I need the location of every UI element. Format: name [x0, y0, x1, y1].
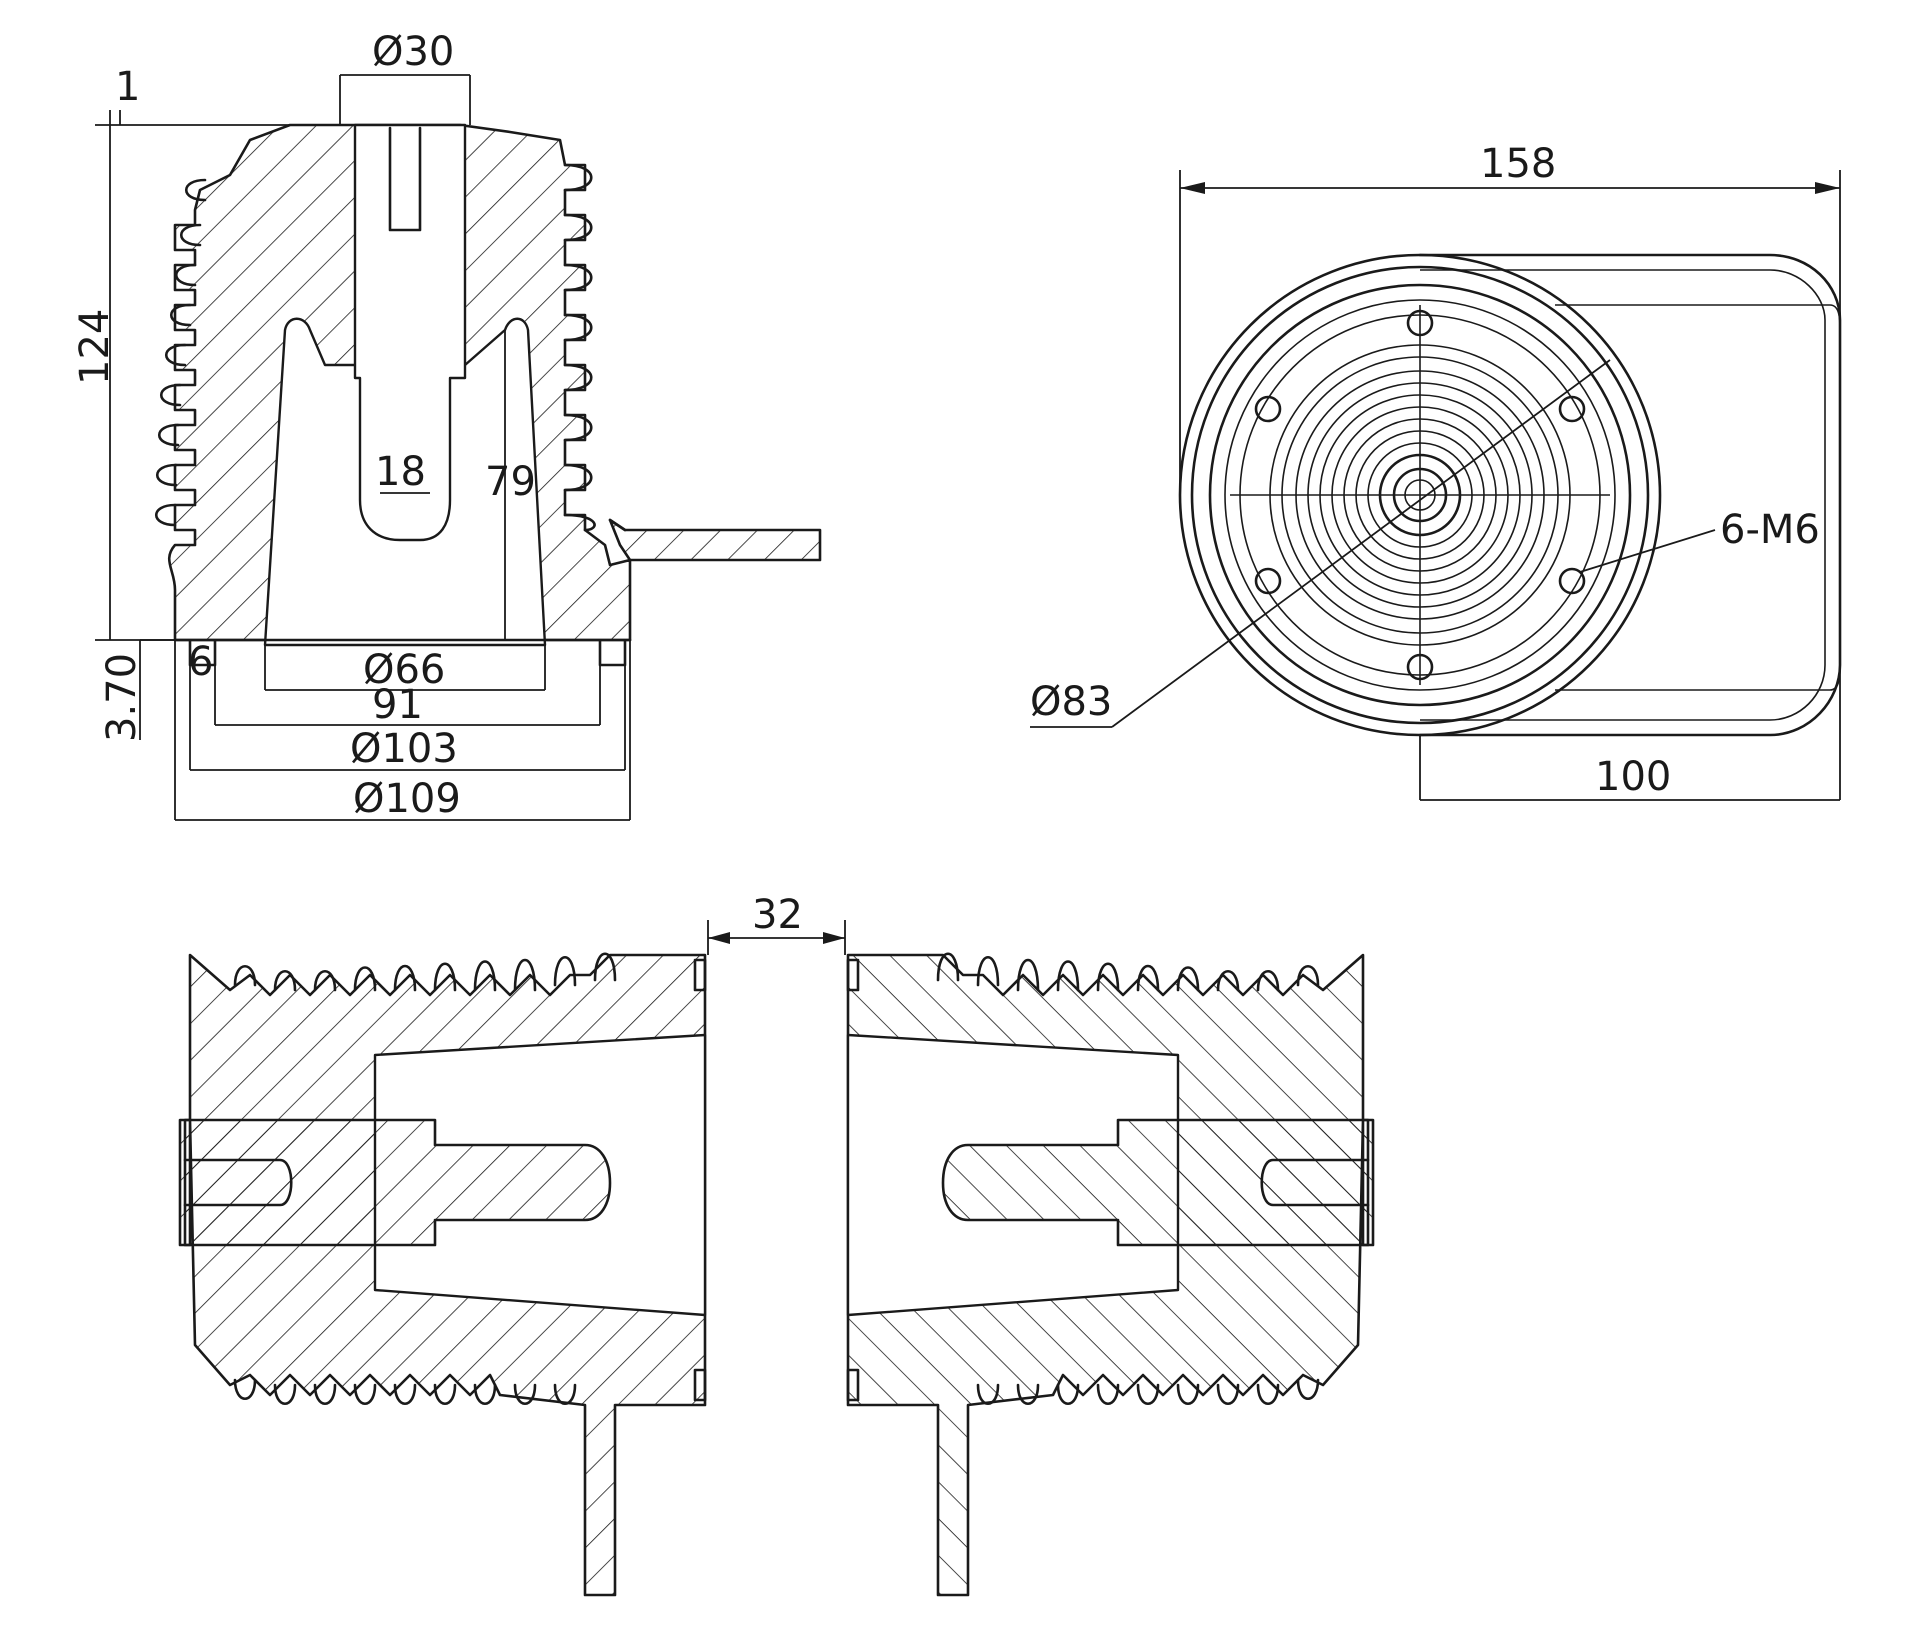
- bolt-hole: [1254, 395, 1282, 423]
- left-insulator-fin-tips: [233, 952, 617, 1405]
- dim-base-step: 3.70: [99, 653, 145, 742]
- assembly-view: 32: [178, 892, 1375, 1597]
- dim-gap: 32: [752, 892, 803, 938]
- right-insulator-stud: [941, 1118, 1370, 1247]
- right-insulator-flange-seal: [846, 1368, 860, 1402]
- left-insulator: [178, 952, 707, 1597]
- dim-cavity-diameter: Ø66: [363, 647, 445, 693]
- dim-rim: 6: [188, 639, 213, 685]
- left-insulator-flange-seal: [693, 958, 707, 992]
- dim-bolt-spacing: 91: [372, 682, 423, 728]
- left-shed-fins: [155, 178, 207, 527]
- flange-ring-4: [1224, 299, 1616, 691]
- left-insulator-stud: [183, 1118, 612, 1247]
- dim-top-thickness: 1: [115, 64, 140, 110]
- housing-rib: [1555, 304, 1841, 691]
- dim-thread-width: 18: [375, 449, 426, 495]
- stud-bore: [353, 123, 467, 542]
- right-insulator-flange-seal: [846, 958, 860, 992]
- flange-ring-2: [1190, 265, 1650, 725]
- top-dimensions: 158 Ø83 6-M6 100: [1030, 141, 1841, 801]
- left-insulator-slot: [183, 1158, 293, 1207]
- housing-inner-edge: [1420, 269, 1826, 721]
- bolt-hole: [1254, 567, 1282, 595]
- dim-inner-diameter: Ø103: [350, 726, 458, 772]
- top-view: [1178, 253, 1842, 737]
- dim-outer-diameter: Ø109: [353, 776, 461, 822]
- flange-ring-3: [1208, 283, 1632, 707]
- front-dimensions: 1 Ø30 124 18 79 6 Ø66 91 Ø103 Ø109 3.70: [72, 29, 631, 822]
- stud-slot: [388, 126, 422, 232]
- bolt-hole: [1558, 567, 1586, 595]
- dim-center-offset: 100: [1595, 754, 1671, 800]
- right-shoulder: [608, 518, 627, 532]
- dim-holes: 6-M6: [1720, 507, 1820, 553]
- dim-height: 124: [72, 309, 118, 385]
- dim-overall-width: 158: [1480, 141, 1556, 187]
- right-insulator-slot: [1260, 1158, 1370, 1207]
- bolt-hole: [1558, 395, 1586, 423]
- dim-stud-diameter: Ø30: [372, 29, 454, 75]
- dim-cavity-depth: 79: [485, 459, 536, 505]
- left-insulator-flange-seal: [693, 1368, 707, 1402]
- base-flange: [173, 638, 632, 667]
- right-insulator-fin-tips: [936, 952, 1320, 1405]
- front-section-view: [155, 123, 822, 667]
- right-insulator: [846, 952, 1375, 1597]
- dim-flange-diameter: Ø83: [1030, 679, 1112, 725]
- right-shed-fins: [563, 163, 596, 532]
